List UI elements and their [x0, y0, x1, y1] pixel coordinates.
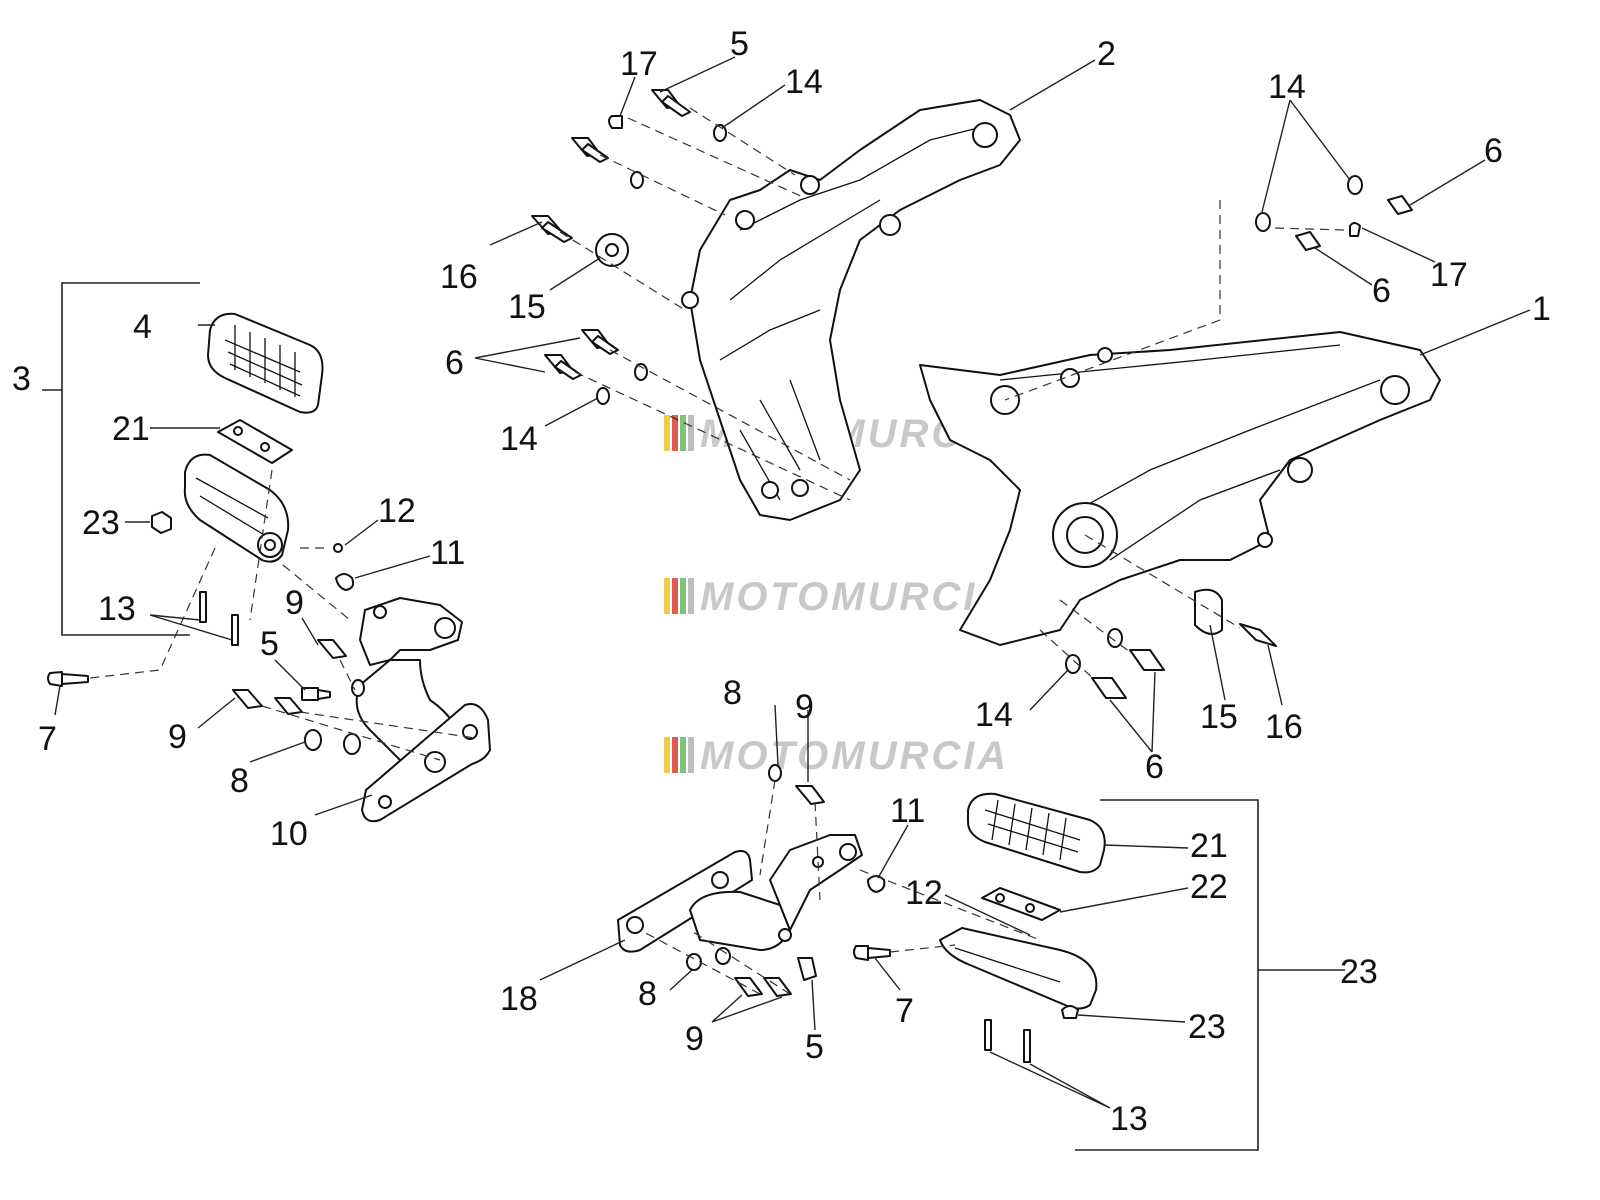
label-part-9-b: 9	[168, 718, 187, 756]
label-part-13-right: 13	[1110, 1100, 1148, 1138]
label-part-17-right: 17	[1430, 256, 1468, 294]
label-part-23-left: 23	[82, 504, 120, 542]
label-part-5-left: 5	[260, 625, 279, 663]
part-1-footrest-support	[919, 331, 1441, 646]
part-21-plate-right	[981, 887, 1061, 921]
label-part-8-bottom: 8	[638, 975, 657, 1013]
label-part-6-right-b: 6	[1372, 272, 1391, 310]
label-part-8-lower: 8	[723, 674, 742, 712]
label-part-16-right: 16	[1265, 708, 1303, 746]
part-23-nut-left	[151, 511, 172, 534]
group-bracket-22	[1075, 799, 1345, 1151]
label-part-15-right: 15	[1200, 698, 1238, 736]
watermark-middle: MOTOMURCIA	[664, 575, 1009, 619]
lower-hardware	[686, 764, 1079, 1063]
label-part-12-right: 12	[905, 874, 943, 912]
part-18-right-hanger	[617, 834, 863, 953]
label-part-18: 18	[500, 980, 538, 1018]
label-part-7-right: 7	[895, 992, 914, 1030]
label-part-22: 23	[1340, 953, 1378, 991]
part-10-left-hanger	[355, 597, 491, 823]
leader-lines	[54, 56, 1531, 1109]
label-part-16-left: 16	[440, 258, 478, 296]
part-21-plate-left	[217, 419, 293, 464]
part-20-footpeg-rubber-right	[967, 792, 1106, 874]
part-13-screws-left	[199, 591, 239, 646]
right-lower-hardware	[1065, 588, 1277, 699]
label-part-3: 3	[12, 360, 31, 398]
label-part-8-left: 8	[230, 762, 249, 800]
label-part-1: 1	[1532, 290, 1551, 328]
watermark-text: MOTOMURCIA	[700, 575, 1009, 619]
label-part-2: 2	[1097, 35, 1116, 73]
assembly-lines	[89, 107, 1346, 995]
label-part-12-left: 12	[378, 492, 416, 530]
label-part-15-left: 15	[508, 288, 546, 326]
label-part-13-left: 13	[98, 590, 136, 628]
label-part-14-left: 14	[500, 420, 538, 458]
label-part-9-a: 9	[285, 584, 304, 622]
label-part-23-right: 23	[1188, 1008, 1226, 1046]
label-part-11-right: 11	[890, 792, 925, 830]
label-part-4: 4	[133, 308, 152, 346]
group-bracket-3	[42, 282, 200, 636]
label-part-6-left: 6	[445, 344, 464, 382]
watermark-text: MOTOMURCIA	[700, 734, 1009, 778]
label-part-9-lower: 9	[795, 688, 814, 726]
part-11-clip-left	[335, 573, 355, 591]
upper-hardware	[531, 89, 727, 405]
label-part-6-right: 6	[1484, 132, 1503, 170]
label-part-10: 10	[270, 815, 308, 853]
label-part-14-right: 14	[1268, 68, 1306, 106]
part-labels: 2 1 3 4 21 23 12 11 13 9 5 7 9 8 10 17 5…	[12, 25, 1551, 1138]
label-part-7-left: 7	[38, 720, 57, 758]
label-part-14-bottom: 14	[975, 696, 1013, 734]
label-part-14-top: 14	[785, 63, 823, 101]
part-7-pin-left	[47, 671, 89, 687]
label-part-20: 21	[1190, 827, 1228, 865]
label-part-6-bottom: 6	[1145, 748, 1164, 786]
hardware-left	[232, 639, 365, 755]
label-part-5-right: 5	[805, 1028, 824, 1066]
watermark-bottom: MOTOMURCIA	[664, 734, 1009, 778]
label-part-9-bottom: 9	[685, 1020, 704, 1058]
label-part-6-top: 5	[730, 25, 749, 63]
part-4-footpeg-rubber	[207, 312, 324, 414]
label-part-11-left: 11	[430, 534, 465, 572]
part-12-pin-left	[333, 543, 343, 553]
label-part-17-top: 17	[620, 45, 658, 83]
label-part-21-right: 22	[1190, 868, 1228, 906]
footpeg-body-left	[183, 453, 290, 563]
right-upper-hardware	[1255, 175, 1413, 251]
footpeg-body-right	[939, 927, 1098, 1010]
part-2-rear-footrest-bracket	[681, 99, 1021, 521]
label-part-21-left: 21	[112, 410, 150, 448]
